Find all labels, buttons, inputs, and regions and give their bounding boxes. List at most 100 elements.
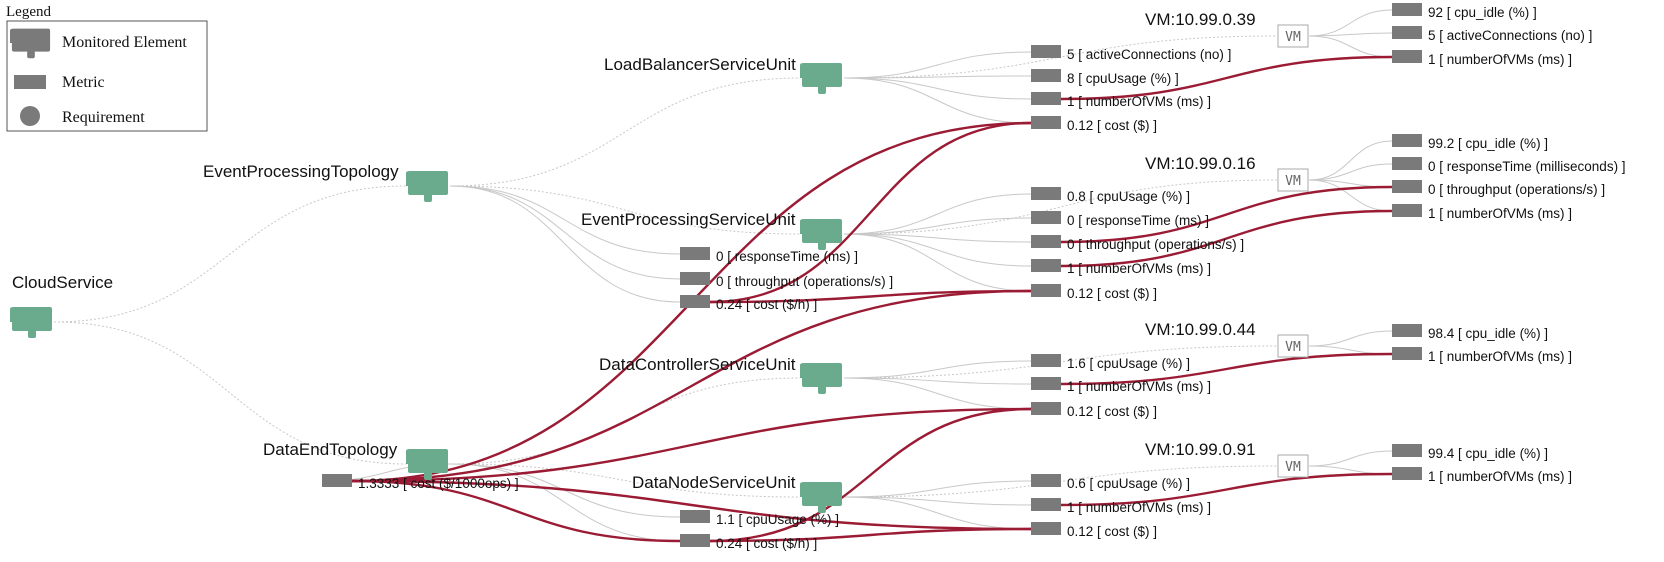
element-label: LoadBalancerServiceUnit: [604, 55, 796, 74]
metric-link: [1308, 9, 1393, 37]
metric-ept_tp[interactable]: 0 [ throughput (operations/s) ]: [680, 272, 893, 289]
vm-icon-text: VM: [1285, 340, 1301, 355]
metric-label: 0.12 [ cost ($) ]: [1067, 118, 1157, 133]
metric-label: 0 [ throughput (operations/s) ]: [1428, 182, 1605, 197]
metric-marker: [1392, 347, 1422, 360]
metric-link: [843, 360, 1032, 379]
metric-link: [843, 193, 1032, 235]
monitored-element-dc[interactable]: DataControllerServiceUnit: [599, 355, 842, 394]
monitored-element-det[interactable]: DataEndTopology: [263, 440, 448, 480]
requirement-links: [351, 55, 1393, 543]
puzzle-icon: [10, 307, 52, 338]
metric-lb_ac[interactable]: 5 [ activeConnections (no) ]: [1031, 45, 1231, 62]
metric-label: 1.1 [ cpuUsage (%) ]: [716, 512, 839, 527]
monitored-element-lb[interactable]: LoadBalancerServiceUnit: [604, 55, 842, 94]
metric-ept_cost[interactable]: 0.24 [ cost ($/h) ]: [680, 295, 817, 312]
monitored-element-dn[interactable]: DataNodeServiceUnit: [632, 473, 842, 513]
element-label: CloudService: [12, 273, 113, 292]
requirement-link: [1060, 209, 1393, 268]
metric-link: [843, 233, 1032, 243]
requirement-link: [1060, 352, 1393, 386]
metric-label: 1 [ numberOfVMs (ms) ]: [1067, 379, 1211, 394]
metric-link: [449, 185, 681, 280]
metric-vm4_idle[interactable]: 99.4 [ cpu_idle (%) ]: [1392, 444, 1548, 461]
metric-dn_cpu[interactable]: 0.6 [ cpuUsage (%) ]: [1031, 474, 1190, 491]
metric-vm1_idle[interactable]: 92 [ cpu_idle (%) ]: [1392, 3, 1537, 20]
requirement-link: [1060, 472, 1393, 507]
metric-vm2_tp[interactable]: 0 [ throughput (operations/s) ]: [1392, 180, 1605, 197]
vm-icon: VM: [1277, 24, 1309, 48]
metric-link: [1308, 330, 1393, 347]
metric-link: [843, 77, 1032, 124]
metric-lb_cost[interactable]: 0.12 [ cost ($) ]: [1031, 116, 1157, 133]
puzzle-icon: [800, 363, 842, 394]
metric-marker: [1031, 211, 1061, 224]
vm-label: VM:10.99.0.16: [1145, 154, 1256, 173]
metric-vm2_rt[interactable]: 0 [ responseTime (milliseconds) ]: [1392, 157, 1626, 174]
metric-marker: [1392, 3, 1422, 16]
requirement-link: [351, 407, 1032, 483]
metric-label: 0 [ responseTime (ms) ]: [1067, 213, 1209, 228]
metric-ep_cpu[interactable]: 0.8 [ cpuUsage (%) ]: [1031, 187, 1190, 204]
metric-label: 5 [ activeConnections (no) ]: [1428, 28, 1592, 43]
metric-marker: [1031, 522, 1061, 535]
metric-vm2_vms[interactable]: 1 [ numberOfVMs (ms) ]: [1392, 204, 1572, 221]
metric-label: 0.24 [ cost ($/h) ]: [716, 536, 817, 551]
metric-vm2_idle[interactable]: 99.2 [ cpu_idle (%) ]: [1392, 134, 1548, 151]
hierarchy-links: [53, 9, 1393, 542]
metric-det_cost2[interactable]: 0.24 [ cost ($/h) ]: [680, 534, 817, 551]
metric-link: [843, 377, 1032, 385]
metric-ep_cost[interactable]: 0.12 [ cost ($) ]: [1031, 284, 1157, 301]
metric-marker: [1392, 157, 1422, 170]
metric-link: [843, 233, 1032, 267]
metric-ep_tp[interactable]: 0 [ throughput (operations/s) ]: [1031, 235, 1244, 252]
metric-det_cost[interactable]: 1.3333 [ cost ($/1000ops) ]: [322, 474, 519, 491]
monitored-element-ept[interactable]: EventProcessingTopology: [203, 162, 448, 202]
metric-lb_vms[interactable]: 1 [ numberOfVMs (ms) ]: [1031, 92, 1211, 109]
metric-marker: [1392, 26, 1422, 39]
metric-ep_vms[interactable]: 1 [ numberOfVMs (ms) ]: [1031, 259, 1211, 276]
metric-marker: [1392, 180, 1422, 193]
metric-vm1_ac[interactable]: 5 [ activeConnections (no) ]: [1392, 26, 1592, 43]
metric-dc_vms[interactable]: 1 [ numberOfVMs (ms) ]: [1031, 377, 1211, 394]
metric-label: 1 [ numberOfVMs (ms) ]: [1428, 206, 1572, 221]
vm-label: VM:10.99.0.44: [1145, 320, 1256, 339]
metric-marker: [680, 247, 710, 260]
metric-link: [843, 217, 1032, 235]
metric-marker: [1031, 377, 1061, 390]
metric-det_cpu[interactable]: 1.1 [ cpuUsage (%) ]: [680, 510, 839, 527]
metric-vm1_vms[interactable]: 1 [ numberOfVMs (ms) ]: [1392, 50, 1572, 67]
metric-marker: [1031, 259, 1061, 272]
metric-vm4_vms[interactable]: 1 [ numberOfVMs (ms) ]: [1392, 467, 1572, 484]
monitored-element-ep[interactable]: EventProcessingServiceUnit: [581, 210, 842, 250]
vm-node-vm3[interactable]: VM VM:10.99.0.44: [1145, 320, 1309, 358]
metric-dc_cost[interactable]: 0.12 [ cost ($) ]: [1031, 402, 1157, 419]
monitored-element-cloud[interactable]: CloudService: [10, 273, 114, 338]
metric-dn_cost[interactable]: 0.12 [ cost ($) ]: [1031, 522, 1157, 539]
metric-vm3_idle[interactable]: 98.4 [ cpu_idle (%) ]: [1392, 324, 1548, 341]
metric-lb_cpu[interactable]: 8 [ cpuUsage (%) ]: [1031, 69, 1179, 86]
metric-vm3_vms[interactable]: 1 [ numberOfVMs (ms) ]: [1392, 347, 1572, 364]
metric-link: [1308, 35, 1393, 58]
metric-link: [843, 496, 1032, 530]
requirement-link: [709, 527, 1032, 543]
metric-dn_vms[interactable]: 1 [ numberOfVMs (ms) ]: [1031, 498, 1211, 515]
metric-link: [843, 377, 1032, 410]
requirement-link: [351, 289, 1032, 483]
metric-ept_rt[interactable]: 0 [ responseTime (ms) ]: [680, 247, 858, 264]
metric-dc_cpu[interactable]: 1.6 [ cpuUsage (%) ]: [1031, 354, 1190, 371]
metric-label: 1 [ numberOfVMs (ms) ]: [1067, 261, 1211, 276]
hierarchy-link: [449, 77, 801, 187]
metric-ep_rt[interactable]: 0 [ responseTime (ms) ]: [1031, 211, 1209, 228]
metric-link: [843, 496, 1032, 506]
metric-marker: [1392, 50, 1422, 63]
metric-link: [1308, 163, 1393, 181]
metric-label: 8 [ cpuUsage (%) ]: [1067, 71, 1179, 86]
vm-icon-text: VM: [1285, 30, 1301, 45]
metric-label: 99.2 [ cpu_idle (%) ]: [1428, 136, 1548, 151]
legend-title: Legend: [6, 4, 51, 20]
metric-link: [1308, 140, 1393, 181]
